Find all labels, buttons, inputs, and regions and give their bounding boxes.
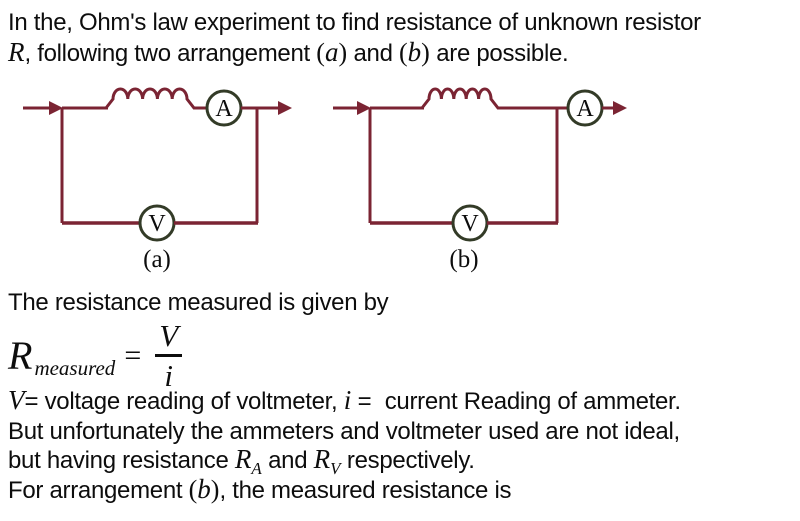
output-arrow-icon: [278, 101, 292, 115]
var-RV: R: [313, 444, 331, 474]
problem-statement: In the, Ohm's law experiment to find res…: [8, 7, 701, 69]
var-RA-subscript: A: [251, 459, 262, 478]
paren: (: [399, 38, 408, 67]
formula-fraction: V i: [155, 318, 183, 393]
paren: ): [421, 38, 430, 67]
definition-text: current Reading of ammeter.: [384, 388, 681, 415]
measured-resistance-lead-in: The resistance measured is given by: [8, 289, 389, 317]
formula-numerator: V: [159, 318, 179, 353]
ammeter-label: A: [215, 96, 233, 122]
formula-R: R: [8, 332, 33, 378]
statement-text: are possible.: [429, 40, 569, 67]
formula-denominator: i: [164, 358, 174, 393]
variable-definitions: V= voltage reading of voltmeter, i = cur…: [8, 387, 681, 417]
question-text: For arrangement: [8, 476, 189, 504]
note-text: But unfortunately the ammeters and voltm…: [8, 417, 680, 445]
fraction-bar: [155, 354, 183, 357]
var-R: R: [8, 37, 25, 67]
var-b: b: [197, 473, 211, 504]
var-b: b: [407, 37, 422, 67]
definition-text: = voltage reading of voltmeter,: [24, 388, 344, 415]
circuit-diagram-b: A V (b): [333, 87, 627, 273]
circuit-caption-b: (b): [449, 246, 478, 273]
resistor-symbol: [104, 87, 207, 110]
circuit-diagram-a: A V (a): [23, 87, 292, 273]
statement-text: In the, Ohm's law experiment to find res…: [8, 9, 701, 36]
paren: ): [338, 38, 348, 67]
formula-equals: =: [124, 338, 142, 372]
output-arrow-icon: [613, 101, 627, 115]
circuit-caption-a: (a): [143, 246, 171, 273]
problem-body-text: V= voltage reading of voltmeter, i = cur…: [8, 387, 681, 505]
lead-in-text: The resistance measured is given by: [8, 289, 389, 316]
input-arrow-icon: [49, 101, 63, 115]
var-RA: R: [234, 444, 252, 474]
paren: (: [188, 474, 198, 504]
paren: ): [210, 474, 220, 504]
var-V: V: [8, 385, 25, 415]
note-text: but having resistance: [8, 447, 235, 474]
definition-text: =: [351, 388, 378, 415]
var-RV-subscript: V: [330, 459, 341, 478]
question-text: , the measured resistance is: [219, 476, 512, 504]
resistor-symbol: [420, 87, 568, 110]
problem-statement-line1: In the, Ohm's law experiment to find res…: [8, 7, 701, 38]
statement-text: and: [347, 40, 399, 67]
voltmeter-label: V: [148, 211, 166, 237]
note-text: and: [261, 447, 314, 474]
var-a: a: [324, 37, 339, 67]
problem-statement-line2: R, following two arrangement (a) and (b)…: [8, 38, 701, 69]
ammeter-label: A: [576, 96, 594, 122]
non-ideal-note-line1: But unfortunately the ammeters and voltm…: [8, 417, 681, 447]
question-line: For arrangement (b), the measured resist…: [8, 473, 681, 506]
paren: (: [316, 38, 325, 67]
statement-text: , following two arrangement: [24, 40, 317, 67]
voltmeter-label: V: [461, 211, 479, 237]
note-text: respectively.: [340, 447, 475, 474]
var-i: i: [343, 385, 352, 415]
non-ideal-note-line2: but having resistance RA and RV respecti…: [8, 444, 681, 478]
input-arrow-icon: [357, 101, 371, 115]
formula-subscript: measured: [34, 356, 116, 380]
